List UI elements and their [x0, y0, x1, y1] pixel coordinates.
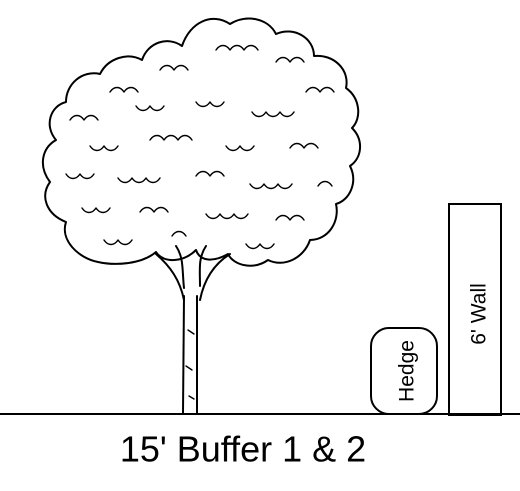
canopy-foliage-detail	[65, 44, 335, 250]
tree-branches	[155, 245, 231, 301]
hedge-label: Hedge	[396, 340, 419, 402]
tree-illustration	[41, 17, 361, 414]
wall-label: 6' Wall	[468, 283, 491, 345]
tree-canopy	[41, 17, 361, 267]
wall-shape	[448, 203, 502, 416]
hedge: Hedge	[370, 327, 438, 415]
tree-trunk	[182, 295, 198, 414]
diagram-caption: 15' Buffer 1 & 2	[120, 429, 366, 470]
wall: 6' Wall	[448, 203, 502, 416]
trunk-bark-marks	[185, 329, 195, 400]
